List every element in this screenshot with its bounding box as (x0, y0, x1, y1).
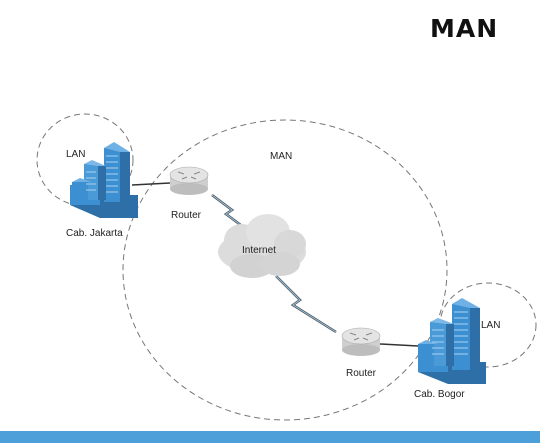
branch-bogor-label: Cab. Bogor (414, 389, 465, 400)
building-bogor-icon (418, 298, 486, 384)
link-router-bogor (379, 343, 419, 347)
router-left-icon (169, 166, 209, 195)
lightning-link-bottom-inner (275, 275, 337, 333)
lightning-link-top-inner (211, 194, 251, 233)
link-jakarta-router (131, 182, 171, 186)
router-right-icon (341, 327, 381, 356)
lan-right-label: LAN (481, 320, 501, 331)
router-left-label: Router (171, 210, 202, 221)
man-boundary (122, 119, 448, 421)
lan-left-label: LAN (66, 149, 86, 160)
cloud-icon (218, 214, 306, 278)
man-label: MAN (270, 151, 293, 162)
router-right-label: Router (346, 368, 377, 379)
building-jakarta-icon (70, 142, 138, 218)
branch-jakarta-label: Cab. Jakarta (66, 228, 123, 239)
page-title: MAN (430, 14, 499, 43)
accent-bar (0, 431, 540, 443)
internet-label: Internet (242, 245, 276, 256)
